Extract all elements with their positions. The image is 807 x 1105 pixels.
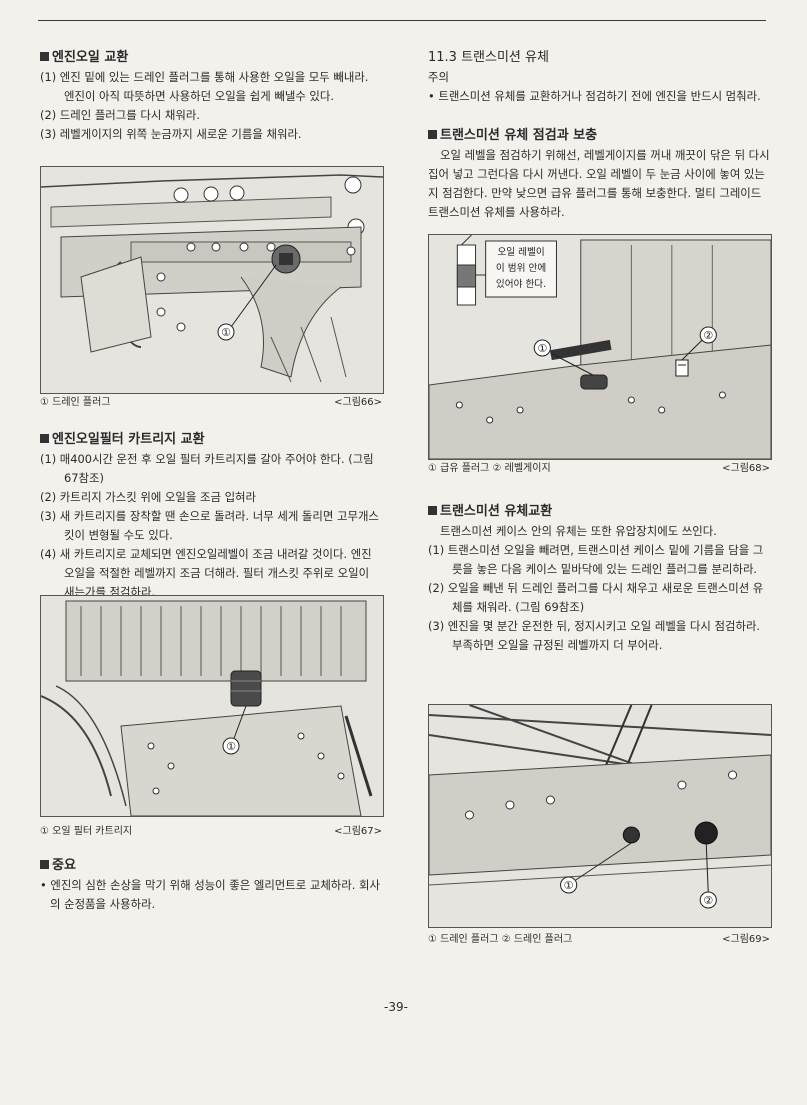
section-heading: 트랜스미션 유체 점검과 보충	[428, 126, 770, 146]
transmission-drain-illustration: ① ②	[429, 705, 771, 927]
paragraph: 트랜스미션 케이스 안의 유체는 또한 유압장치에도 쓰인다.	[440, 524, 717, 538]
section-heading: 엔진오일필터 카트리지 교환	[40, 430, 382, 450]
square-bullet-icon	[428, 506, 437, 515]
list-item: (1) 트랜스미션 오일을 빼려면, 트랜스미션 케이스 밑에 기름을 담을 그…	[428, 543, 764, 576]
list-item: (1) 매400시간 운전 후 오일 필터 카트리지를 갈아 주어야 한다. (…	[40, 452, 374, 485]
list-item: (2) 오일을 빼낸 뒤 드레인 플러그를 다시 채우고 새로운 트랜스미션 유…	[428, 581, 764, 614]
svg-text:오일 레벨이: 오일 레벨이	[497, 247, 544, 258]
svg-text:①: ①	[537, 342, 547, 355]
square-bullet-icon	[40, 860, 49, 869]
bullet-item: • 트랜스미션 유체를 교환하거나 점검하기 전에 엔진을 반드시 멈춰라.	[428, 89, 761, 103]
caution-label: 주의	[428, 70, 449, 84]
section-heading: 11.3 트랜스미션 유체	[428, 50, 549, 65]
fluid-check-section: 트랜스미션 유체 점검과 보충 오일 레벨을 점검하기 위해선, 레벨게이지를 …	[428, 126, 770, 222]
svg-text:①: ①	[564, 879, 574, 892]
svg-text:이 범위 안에: 이 범위 안에	[496, 262, 546, 274]
important-note-section: 중요 • 엔진의 심한 손상을 막기 위해 성능이 좋은 엘리먼트로 교체하라.…	[40, 856, 382, 914]
figure-69-caption: ① 드레인 플러그 ② 드레인 플러그<그림69>	[428, 934, 770, 945]
figure-69: ① ②	[428, 704, 772, 928]
figure-66: ①	[40, 166, 384, 394]
section-heading: 엔진오일 교환	[40, 48, 382, 68]
svg-text:②: ②	[703, 329, 713, 342]
figure-68-caption: ① 급유 플러그 ② 레벨게이지<그림68>	[428, 463, 770, 474]
square-bullet-icon	[40, 434, 49, 443]
bullet-item: • 엔진의 심한 손상을 막기 위해 성능이 좋은 엘리먼트로 교체하라. 회사…	[40, 878, 380, 911]
svg-text:①: ①	[226, 740, 236, 753]
list-item: (3) 새 카트리지를 장착할 땐 손으로 돌려라. 너무 세게 돌리면 고무개…	[40, 509, 379, 542]
figure-68: 오일 레벨이 이 범위 안에 있어야 한다. ① ②	[428, 234, 772, 460]
engine-oil-change-section: 엔진오일 교환 (1) 엔진 밑에 있는 드레인 플러그를 통해 사용한 오일을…	[40, 48, 382, 144]
section-heading: 트랜스미션 유체교환	[428, 502, 770, 522]
list-item: (3) 레벨게이지의 위쪽 눈금까지 새로운 기름을 채워라.	[40, 127, 302, 141]
figure-67: ①	[40, 595, 384, 817]
square-bullet-icon	[40, 52, 49, 61]
list-item: (1) 엔진 밑에 있는 드레인 플러그를 통해 사용한 오일을 모두 빼내라.…	[40, 70, 369, 103]
transmission-fluid-section: 11.3 트랜스미션 유체 주의 • 트랜스미션 유체를 교환하거나 점검하기 …	[428, 48, 770, 106]
header-rule	[38, 20, 766, 21]
figure-67-caption: ① 오일 필터 카트리지<그림67>	[40, 826, 382, 837]
svg-text:②: ②	[703, 894, 713, 907]
svg-text:있어야 한다.: 있어야 한다.	[496, 278, 546, 290]
page-number: -39-	[384, 1000, 408, 1014]
oil-filter-illustration: ①	[41, 596, 383, 816]
square-bullet-icon	[428, 130, 437, 139]
transmission-fill-illustration: 오일 레벨이 이 범위 안에 있어야 한다. ① ②	[429, 235, 771, 459]
list-item: (2) 카트리지 가스킷 위에 오일을 조금 입혀라	[40, 490, 257, 504]
list-item: (3) 엔진을 몇 분간 운전한 뒤, 정지시키고 오일 레벨을 다시 점검하라…	[428, 619, 761, 652]
svg-text:①: ①	[221, 326, 231, 339]
paragraph: 오일 레벨을 점검하기 위해선, 레벨게이지를 꺼내 깨끗이 닦은 뒤 다시 집…	[428, 148, 770, 219]
list-item: (4) 새 카트리지로 교체되면 엔진오일레벨이 조금 내려갈 것이다. 엔진오…	[40, 547, 372, 599]
engine-drain-illustration: ①	[41, 167, 383, 393]
oil-filter-section: 엔진오일필터 카트리지 교환 (1) 매400시간 운전 후 오일 필터 카트리…	[40, 430, 382, 602]
fluid-change-section: 트랜스미션 유체교환 트랜스미션 케이스 안의 유체는 또한 유압장치에도 쓰인…	[428, 502, 770, 655]
section-heading: 중요	[40, 856, 382, 876]
list-item: (2) 드레인 플러그를 다시 채워라.	[40, 108, 200, 122]
figure-66-caption: ① 드레인 플러그<그림66>	[40, 397, 382, 408]
